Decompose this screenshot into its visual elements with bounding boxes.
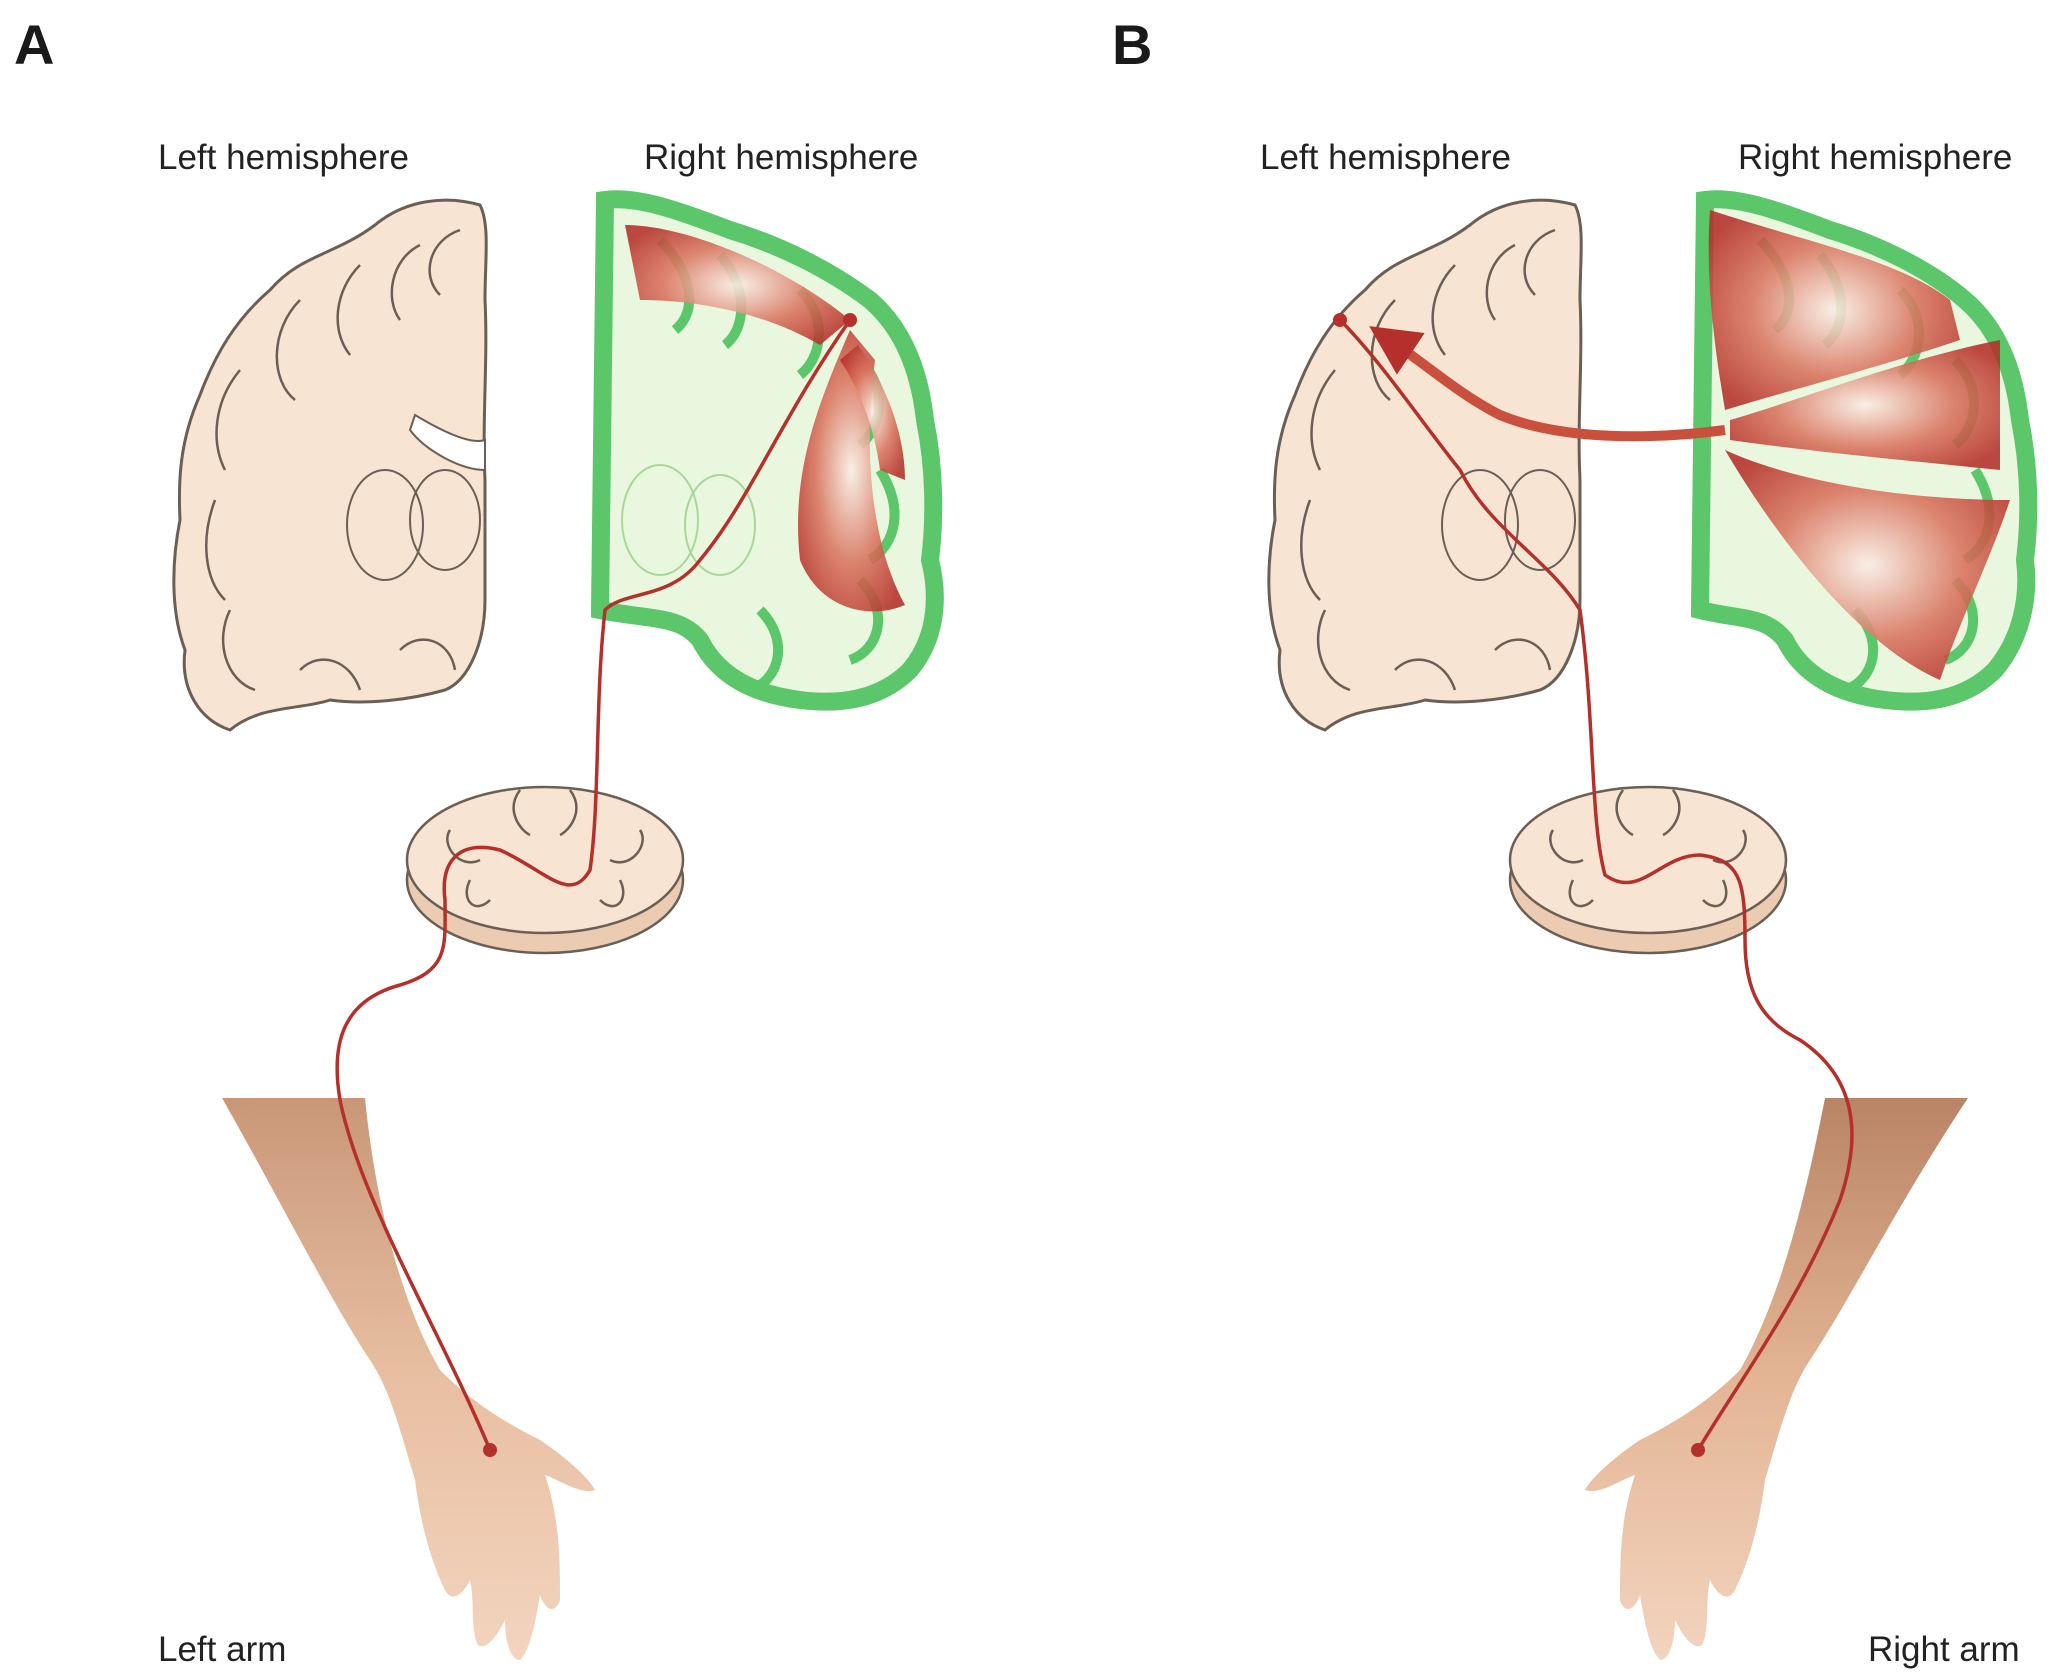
panel-a-arm-label: Left arm bbox=[158, 1630, 287, 1669]
pathway-b-cortex-dot bbox=[1333, 313, 1347, 327]
panel-a bbox=[172, 190, 944, 1660]
spinal-cord-b-gray-matter bbox=[1549, 789, 1747, 908]
panel-b-arm-label: Right arm bbox=[1868, 1630, 2020, 1669]
left-hemisphere-a-outline bbox=[172, 198, 488, 732]
panel-a-letter: A bbox=[14, 13, 55, 76]
motor-pathway-b bbox=[1338, 318, 1854, 1451]
panel-a-left-hemisphere-label: Left hemisphere bbox=[158, 138, 409, 177]
right-hemisphere-a bbox=[590, 190, 944, 711]
spinal-cord-a bbox=[405, 785, 685, 955]
left-arm-illustration bbox=[222, 1098, 595, 1660]
reorganization-arrow-a-lower bbox=[798, 330, 905, 612]
interhemispheric-arrow bbox=[1369, 326, 1726, 442]
pathway-a-cortex-dot bbox=[843, 313, 857, 327]
spinal-cord-b bbox=[1508, 785, 1788, 955]
motor-pathway-a bbox=[335, 318, 852, 1451]
left-hemisphere-b-outline bbox=[1267, 198, 1583, 732]
left-hemisphere-b-nucleus bbox=[1504, 469, 1576, 571]
reorganization-arrow-b-upper bbox=[1708, 210, 1960, 410]
right-hemisphere-a-thalamus bbox=[621, 464, 699, 576]
left-arm-skin bbox=[222, 1098, 595, 1660]
right-arm-illustration bbox=[1585, 1098, 1968, 1660]
reorganization-arrow-b-lower bbox=[1725, 450, 2010, 680]
left-hemisphere-b bbox=[1267, 198, 1583, 732]
spinal-cord-a-gray-matter bbox=[446, 789, 644, 908]
panel-b-letter: B bbox=[1112, 13, 1153, 76]
right-hemisphere-b bbox=[1690, 190, 2038, 711]
panel-b-left-hemisphere-label: Left hemisphere bbox=[1260, 138, 1511, 177]
spinal-cord-b-top bbox=[1508, 785, 1788, 935]
left-hemisphere-a bbox=[172, 198, 488, 732]
reorganization-arrow-a-side bbox=[840, 345, 905, 480]
pathway-a-origin-dot bbox=[483, 1443, 497, 1457]
reorganization-arrow-a-upper bbox=[625, 225, 850, 345]
panel-b-right-hemisphere-label: Right hemisphere bbox=[1738, 138, 2013, 177]
spinal-cord-a-top bbox=[405, 785, 685, 935]
reorganization-arrow-b-middle bbox=[1730, 340, 2000, 470]
panel-b bbox=[1267, 190, 2038, 1660]
pathway-b-origin-dot bbox=[1691, 1443, 1705, 1457]
right-arm-skin bbox=[1585, 1098, 1968, 1660]
panel-a-right-hemisphere-label: Right hemisphere bbox=[644, 138, 919, 177]
left-hemisphere-a-ventricle bbox=[408, 413, 486, 472]
right-hemisphere-a-nucleus bbox=[684, 474, 756, 576]
left-hemisphere-a-thalamus bbox=[346, 469, 424, 581]
left-hemisphere-a-gyri bbox=[205, 228, 461, 692]
left-hemisphere-b-thalamus bbox=[1441, 469, 1519, 581]
left-hemisphere-a-nucleus bbox=[409, 469, 481, 571]
